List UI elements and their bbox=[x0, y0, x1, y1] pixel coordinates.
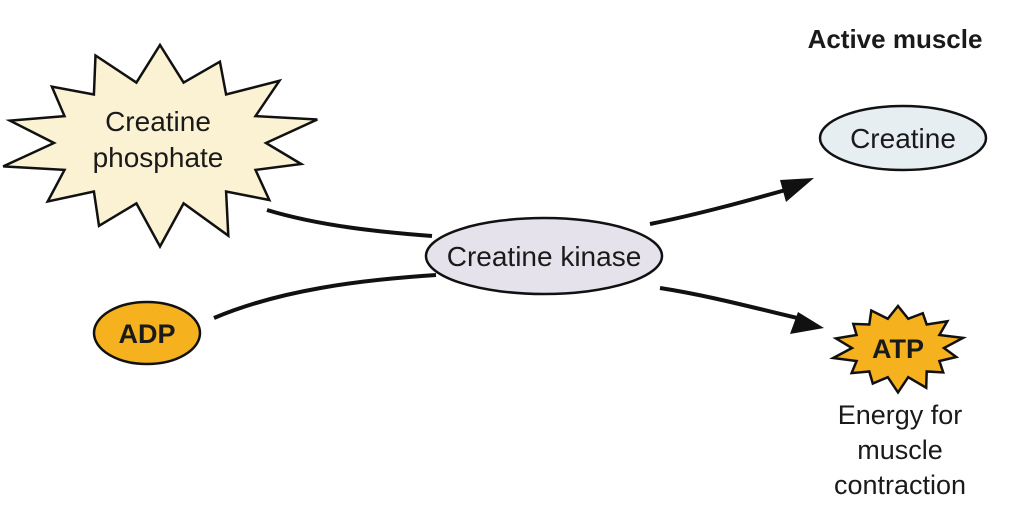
arrowhead-creatine bbox=[780, 178, 814, 202]
diagram-title: Active muscle bbox=[808, 24, 983, 54]
adp-label: ADP bbox=[118, 319, 175, 349]
curve-creatine-phosphate-to-kinase bbox=[266, 208, 433, 238]
creatine-kinase-label: Creatine kinase bbox=[447, 241, 642, 272]
creatine-node bbox=[818, 104, 988, 172]
creatine-kinase-node bbox=[424, 216, 664, 296]
creatine-phosphate-label-line1: Creatine bbox=[105, 106, 211, 137]
arrow-kinase-to-atp bbox=[659, 286, 807, 322]
arrow-kinase-to-creatine bbox=[649, 184, 801, 226]
atp-starburst bbox=[829, 303, 968, 395]
curve-adp-to-kinase bbox=[213, 273, 437, 320]
energy-note-line3: contraction bbox=[834, 470, 966, 500]
energy-note-line2: muscle bbox=[857, 435, 943, 465]
creatine-label: Creatine bbox=[850, 123, 956, 154]
adp-node bbox=[92, 300, 202, 366]
arrowhead-atp bbox=[790, 312, 824, 334]
creatine-phosphate-starburst bbox=[2, 42, 318, 250]
creatine-phosphate-label-line2: phosphate bbox=[93, 142, 224, 173]
energy-note-line1: Energy for bbox=[838, 400, 963, 430]
atp-label: ATP bbox=[872, 334, 924, 364]
